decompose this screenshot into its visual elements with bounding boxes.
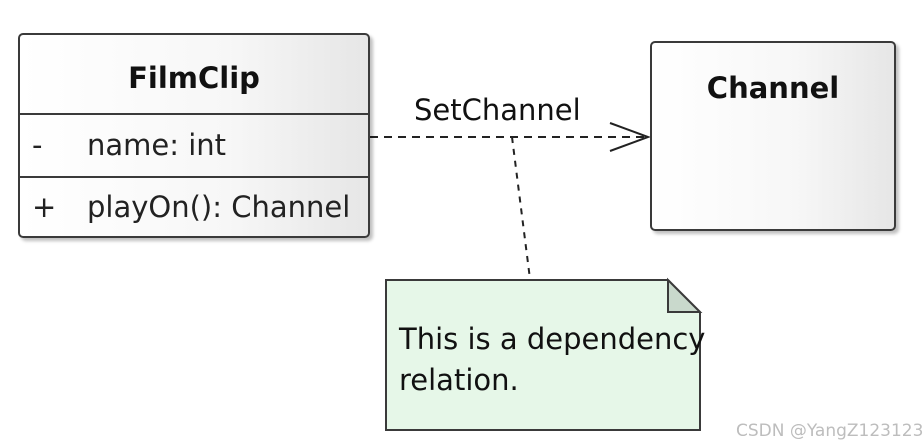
- compartment-divider: [20, 113, 368, 115]
- class-filmclip[interactable]: FilmClip - name: int + playOn(): Channel: [18, 33, 370, 238]
- note-anchor-line: [511, 136, 531, 280]
- class-name-channel: Channel: [706, 71, 840, 105]
- attribute-signature: name: int: [87, 128, 227, 162]
- relation-label: SetChannel: [414, 93, 581, 127]
- note-shape: [385, 277, 703, 431]
- operation-signature: playOn(): Channel: [87, 190, 351, 224]
- note-line: relation.: [399, 363, 519, 397]
- note-body: [385, 279, 701, 431]
- note-line: This is a dependency: [399, 322, 706, 356]
- note-box[interactable]: This is a dependency relation.: [385, 277, 705, 431]
- note-text: This is a dependency relation.: [399, 319, 705, 401]
- compartment-divider: [20, 176, 368, 178]
- watermark: CSDN @YangZ123123: [736, 421, 923, 441]
- dependency-arrowhead: [609, 122, 651, 152]
- visibility-marker: -: [32, 128, 43, 162]
- class-name-filmclip: FilmClip: [128, 61, 260, 95]
- class-channel[interactable]: Channel: [650, 41, 896, 231]
- note-fold-corner: [667, 277, 703, 313]
- visibility-marker: +: [32, 190, 57, 224]
